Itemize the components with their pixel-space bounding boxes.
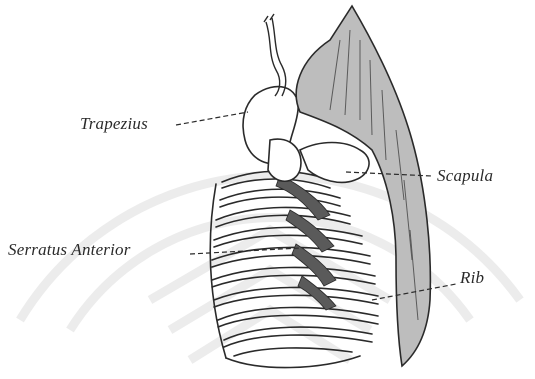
serratus-anterior-label: Serratus Anterior bbox=[8, 240, 131, 260]
trapezius-leader bbox=[176, 112, 248, 125]
ribcage bbox=[210, 171, 378, 367]
scapula-label: Scapula bbox=[437, 166, 493, 186]
rib-label: Rib bbox=[460, 268, 484, 288]
trapezius-label: Trapezius bbox=[80, 114, 148, 134]
neck-strands bbox=[264, 14, 286, 96]
